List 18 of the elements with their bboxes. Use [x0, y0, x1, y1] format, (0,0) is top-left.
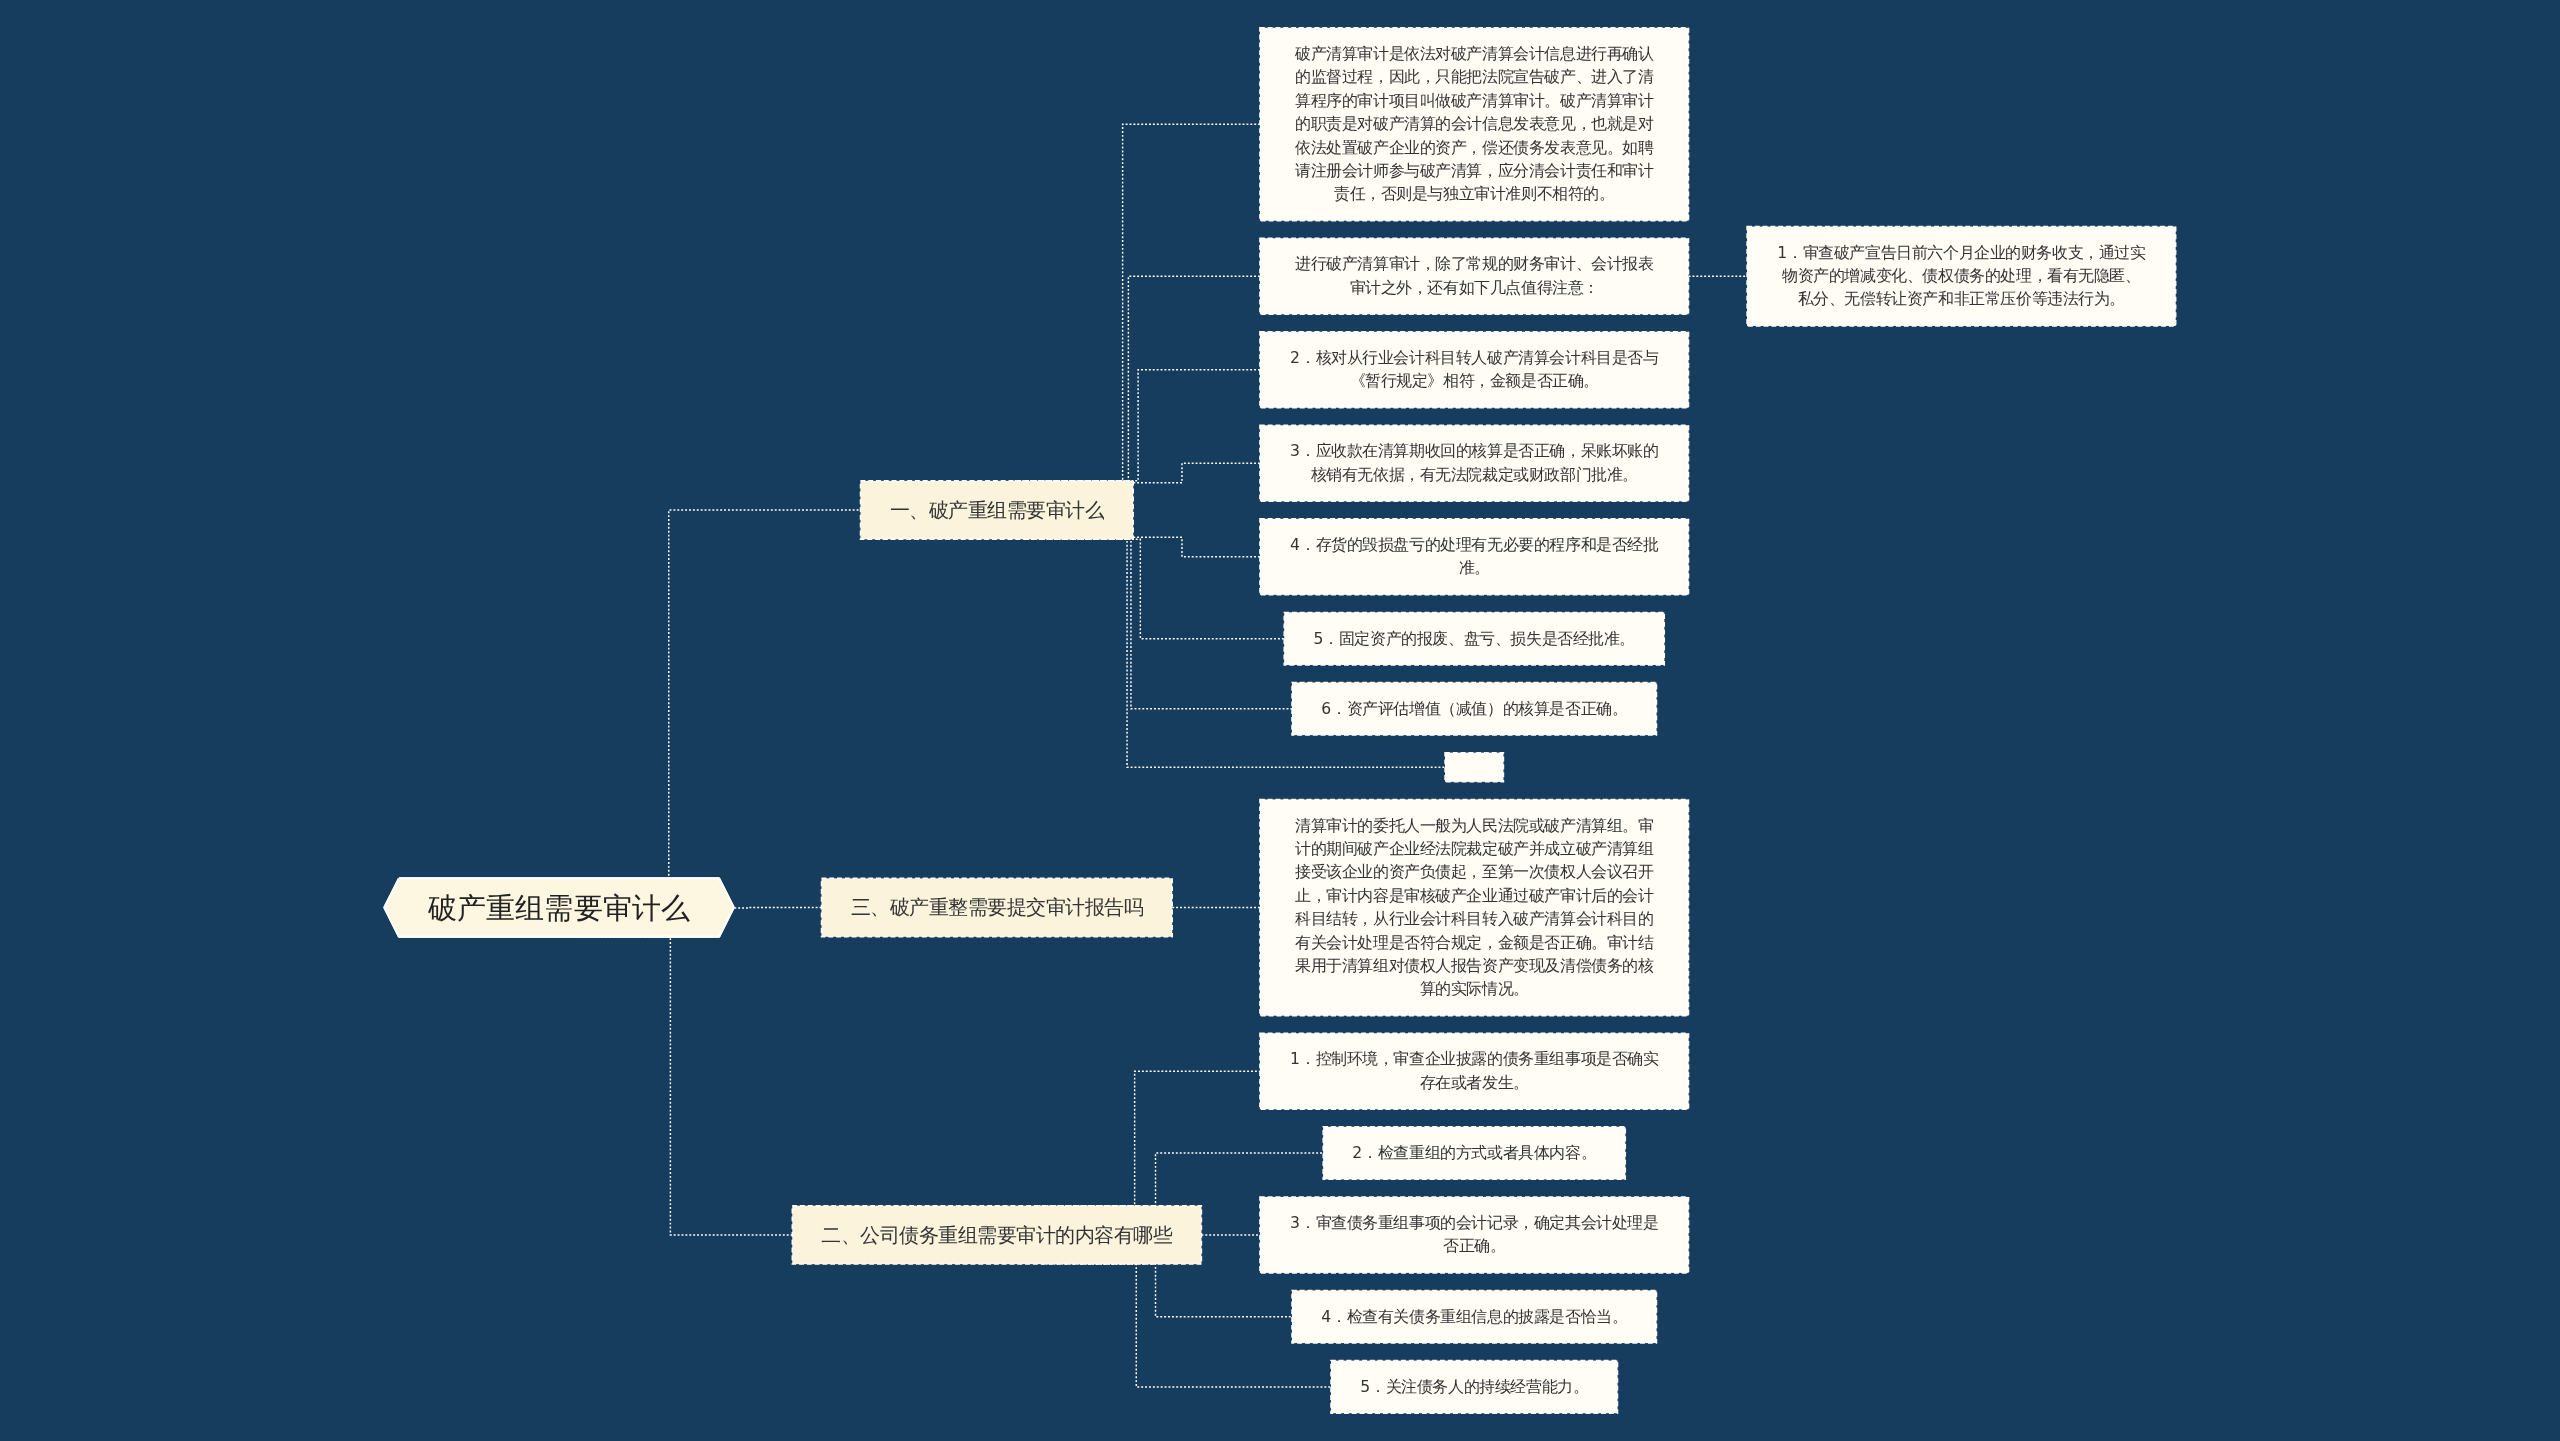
node-box: 5．固定资产的报废、盘亏、损失是否经批准。	[1283, 611, 1666, 666]
node-box: 6．资产评估增值（减值）的核算是否正确。	[1291, 681, 1658, 736]
node-box	[1444, 751, 1505, 783]
node-box: 4．检查有关债务重组信息的披露是否恰当。	[1291, 1289, 1658, 1344]
node-box: 三、破产重整需要提交审计报告吗	[820, 877, 1173, 938]
node-box: 清算审计的委托人一般为人民法院或破产清算组。审计的期间破产企业经法院裁定破产并成立破产清算组接受该企业的资产负债起，至第一次债权人会议召开止，审计内容是审核破产企业通过破产审计后的会计科目结转，从行业会计科目转入破产清算会计科目的有关会计处理是否符合规定，金额是否正确。审计结果用于清算组对债权人报告资产变现及清偿债务的核算的实际情况。	[1259, 798, 1690, 1017]
node-box: 破产清算审计是依法对破产清算会计信息进行再确认的监督过程，因此，只能把法院宣告破产、进入了清算程序的审计项目叫做破产清算审计。破产清算审计的职责是对破产清算的会计信息发表意见，也就是对依法处置破产企业的资产，偿还债务发表意见。如聘请注册会计师参与破产清算，应分清会计责任和审计责任，否则是与独立审计准则不相符的。	[1259, 27, 1690, 222]
node-box: 3．应收款在清算期收回的核算是否正确，呆账坏账的核销有无依据，有无法院裁定或财政部门批准。	[1259, 424, 1690, 503]
node-box: 二、公司债务重组需要审计的内容有哪些	[791, 1204, 1203, 1265]
node-box: 一、破产重组需要审计么	[859, 480, 1134, 540]
node-box: 1．控制环境，审查企业披露的债务重组事项是否确实存在或者发生。	[1259, 1032, 1690, 1110]
node-box: 4．存货的毁损盘亏的处理有无必要的程序和是否经批准。	[1259, 518, 1690, 596]
node-box: 1．审查破产宣告日前六个月企业的财务收支，通过实物资产的增减变化、债权债务的处理，看有无隐匿、私分、无偿转让资产和非正常压价等违法行为。	[1746, 225, 2177, 327]
node-box: 进行破产清算审计，除了常规的财务审计、会计报表审计之外，还有如下几点值得注意：	[1259, 237, 1690, 315]
node-box: 5．关注债务人的持续经营能力。	[1330, 1359, 1619, 1414]
node-box: 3．审查债务重组事项的会计记录，确定其会计处理是否正确。	[1259, 1196, 1690, 1274]
node-box: 2．检查重组的方式或者具体内容。	[1322, 1126, 1627, 1181]
node-box: 2．核对从行业会计科目转人破产清算会计科目是否与《暂行规定》相符，金额是否正确。	[1259, 331, 1690, 409]
